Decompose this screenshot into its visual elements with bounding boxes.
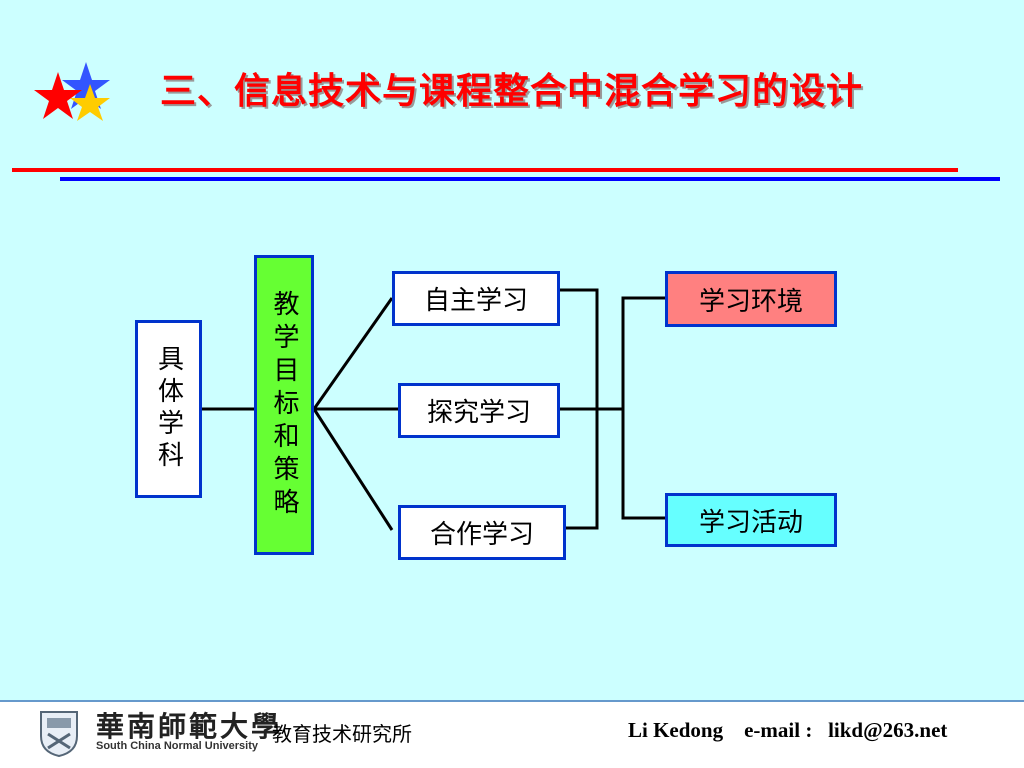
connector-goals-coop xyxy=(312,408,394,531)
title-rule-red xyxy=(12,168,958,172)
connector-goals-self xyxy=(312,297,394,410)
cooperative-learning-box: 合作学习 xyxy=(398,505,566,560)
author-contact: Li Kedong e-mail : likd@263.net xyxy=(628,718,948,742)
self-learning-label: 自主学习 xyxy=(423,286,528,316)
inquiry-learning-box: 探究学习 xyxy=(398,383,560,438)
diagram-connectors xyxy=(202,288,665,531)
goals-strategies-box: 教学目标和策略 xyxy=(254,255,314,555)
title-rule-blue xyxy=(60,177,1000,181)
slide: 三、信息技术与课程整合中混合学习的设计 具体学科 教学目标和策略 自主学习 探究… xyxy=(12,62,1000,560)
learning-environment-box: 学习环境 xyxy=(665,271,837,327)
goals-label: 教学目标和策略 xyxy=(269,289,299,521)
learning-environment-label: 学习环境 xyxy=(698,286,803,317)
university-name-cn: 華南師範大學 xyxy=(96,710,283,743)
cooperative-learning-label: 合作学习 xyxy=(429,520,534,550)
footer-bar xyxy=(0,700,1024,768)
university-crest-icon xyxy=(40,711,78,758)
subject-box: 具体学科 xyxy=(135,320,202,498)
learning-activity-label: 学习活动 xyxy=(698,507,803,538)
institute-name: 教育技术研究所 xyxy=(272,722,412,746)
inquiry-learning-label: 探究学习 xyxy=(426,398,531,428)
stars-logo-icon xyxy=(34,62,110,121)
connector-outcomes-bracket xyxy=(621,296,665,520)
subject-label: 具体学科 xyxy=(153,345,184,473)
slide-title: 三、信息技术与课程整合中混合学习的设计 xyxy=(160,71,864,112)
self-learning-box: 自主学习 xyxy=(392,271,560,326)
learning-activity-box: 学习活动 xyxy=(665,493,837,547)
university-name-en: South China Normal University xyxy=(96,740,258,752)
